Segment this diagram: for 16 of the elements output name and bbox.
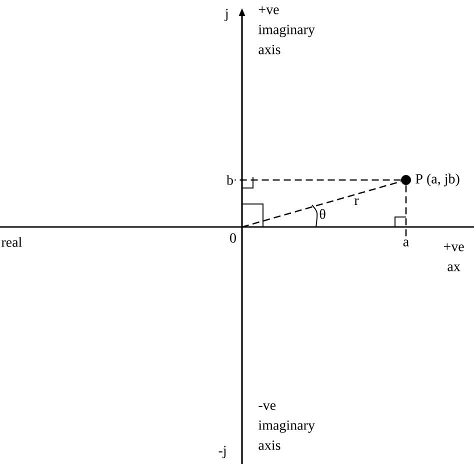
axis-label: +ve ax xyxy=(444,243,464,272)
axis-label: j xyxy=(224,8,228,22)
greek-symbol: θ xyxy=(320,209,326,219)
edge-label: r xyxy=(353,197,360,206)
point-dot xyxy=(401,175,411,185)
axis-label: real xyxy=(1,237,22,247)
dashed-line xyxy=(242,180,402,228)
dashed-line xyxy=(405,185,407,238)
point-label: P (a, jb) xyxy=(416,174,460,186)
axis-value: a xyxy=(403,240,409,246)
dashed-line xyxy=(234,179,401,181)
axis-value: 0 xyxy=(230,233,236,243)
axis-label: +ve imaginary axis xyxy=(258,6,315,54)
axis-label: -j xyxy=(218,446,226,458)
axis-value: b xyxy=(226,175,233,185)
axis-label: -ve imaginary axis xyxy=(258,403,315,450)
